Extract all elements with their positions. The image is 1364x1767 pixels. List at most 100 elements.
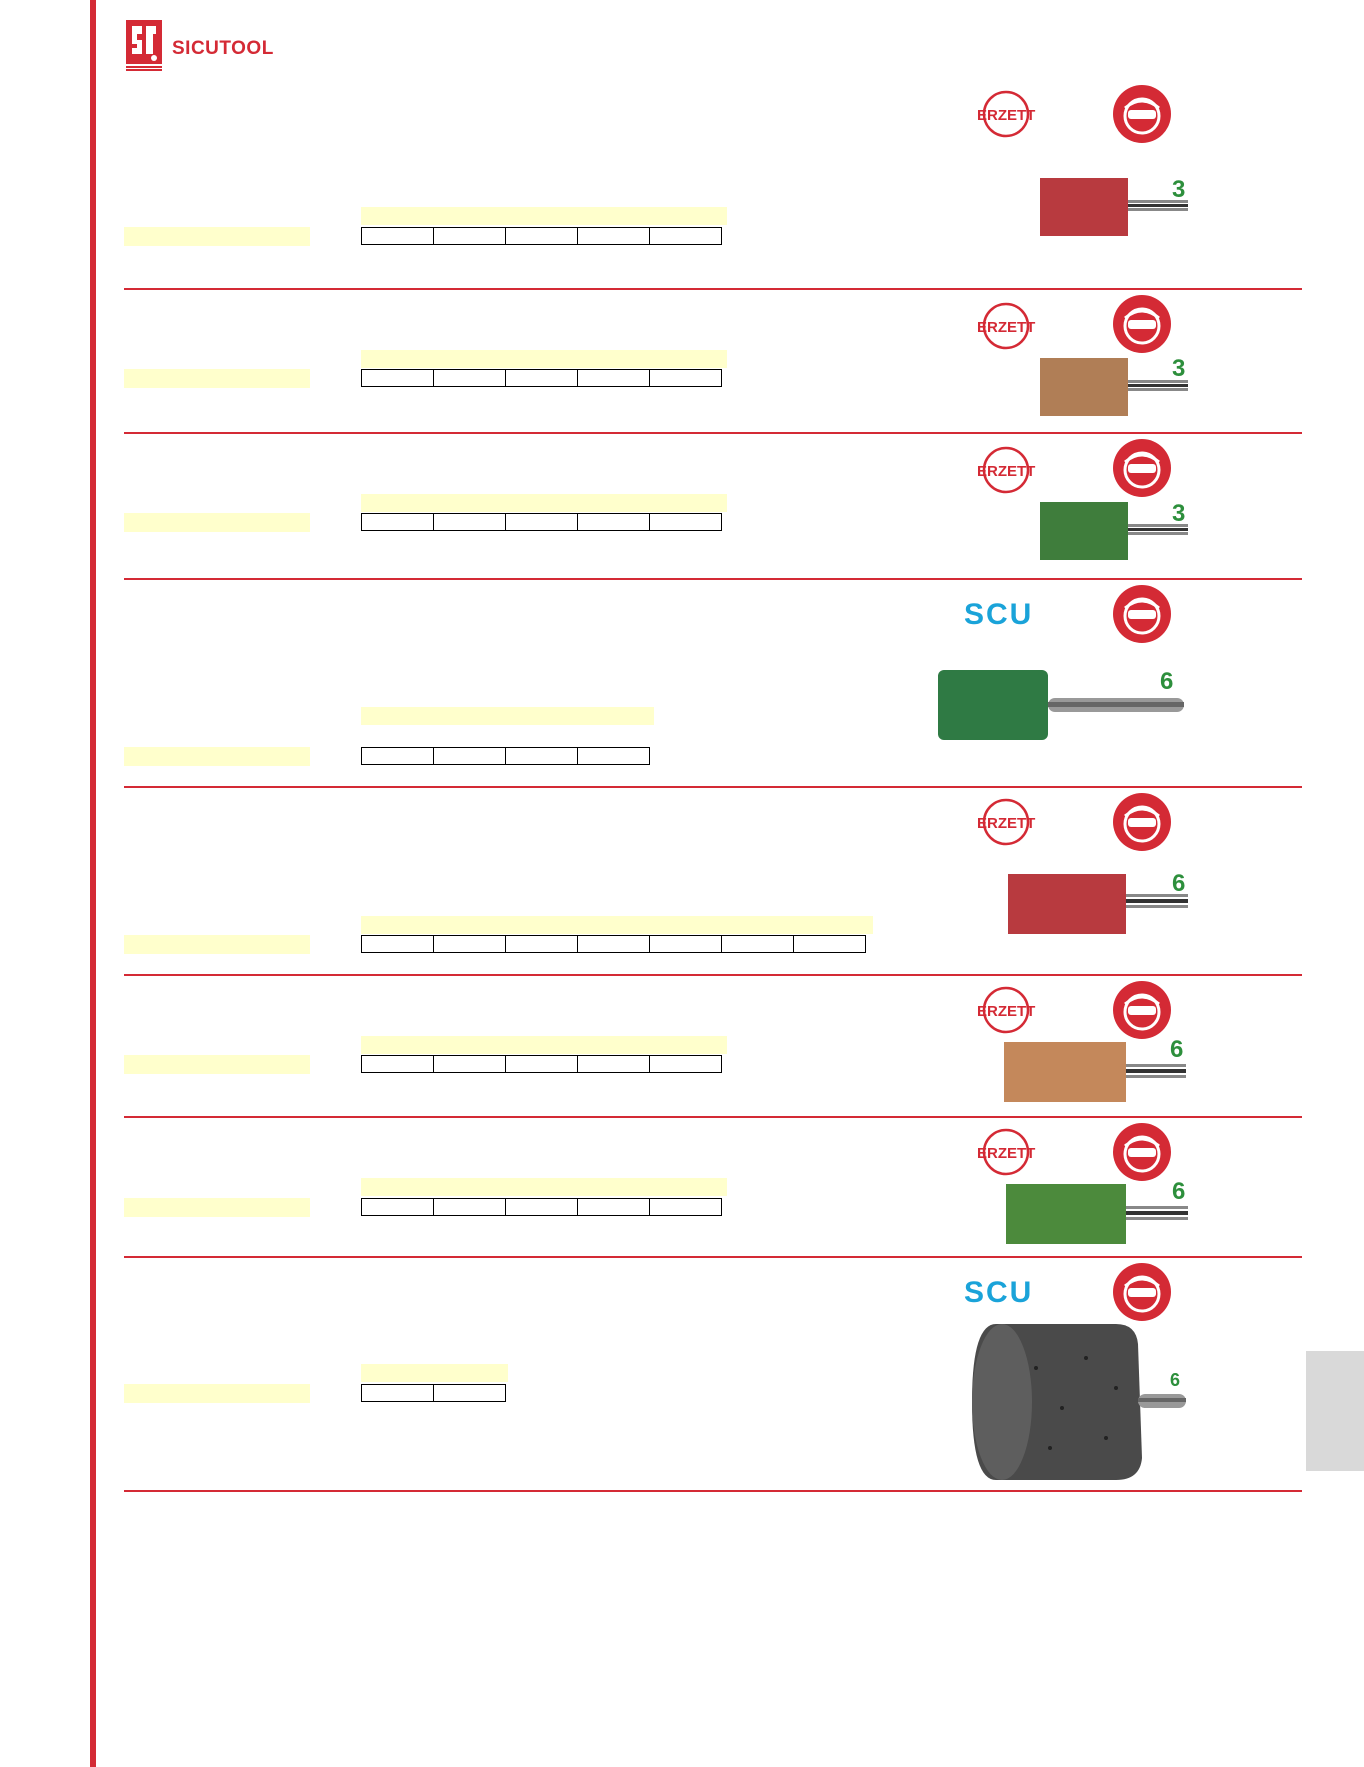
mounted-point-tool bbox=[1004, 1040, 1188, 1109]
safety-goggles-icon bbox=[1113, 585, 1171, 643]
table-cell bbox=[650, 935, 722, 953]
product-label-bar bbox=[124, 747, 310, 766]
table-cell bbox=[578, 747, 650, 765]
table-header-bar bbox=[361, 350, 727, 368]
product-label-bar bbox=[124, 369, 310, 388]
table-cell bbox=[650, 369, 722, 387]
table-cell bbox=[434, 513, 506, 531]
table-cell bbox=[794, 935, 866, 953]
safety-goggles-icon bbox=[1113, 981, 1171, 1039]
shank-diameter-label: 6 bbox=[1170, 1370, 1181, 1390]
table-row bbox=[361, 369, 722, 387]
table-cell bbox=[434, 227, 506, 245]
table-cell bbox=[434, 747, 506, 765]
mounted-point-tool bbox=[938, 670, 1188, 747]
table-cell bbox=[650, 1055, 722, 1073]
erzett-logo-text: ERZETT bbox=[977, 463, 1035, 480]
product-label-bar bbox=[124, 1384, 310, 1403]
mounted-point-tool bbox=[966, 1318, 1190, 1489]
table-cell bbox=[362, 369, 434, 387]
table-header-bar bbox=[361, 707, 654, 725]
table-row bbox=[361, 747, 650, 765]
table-cell bbox=[362, 935, 434, 953]
erzett-logo-icon: ERZETT bbox=[977, 90, 1035, 138]
section-divider bbox=[124, 578, 1302, 580]
erzett-logo-text: ERZETT bbox=[977, 1145, 1035, 1162]
product-label-bar bbox=[124, 1198, 310, 1217]
table-header-bar bbox=[361, 1036, 727, 1054]
mounted-point-tool bbox=[1006, 1182, 1190, 1251]
mounted-point-tool bbox=[1008, 872, 1190, 941]
section-divider bbox=[124, 786, 1302, 788]
table-cell bbox=[650, 513, 722, 531]
sicutool-logo-mark-icon bbox=[126, 20, 162, 71]
table-row bbox=[361, 513, 722, 531]
table-cell bbox=[362, 1055, 434, 1073]
section-divider bbox=[124, 432, 1302, 434]
table-cell bbox=[506, 935, 578, 953]
table-cell bbox=[434, 1384, 506, 1402]
shank-diameter-label: 6 bbox=[1172, 1178, 1186, 1205]
table-cell bbox=[506, 513, 578, 531]
mounted-point-tool bbox=[1040, 500, 1190, 567]
scu-logo-icon: SCU bbox=[964, 598, 1033, 628]
shank-diameter-label: 6 bbox=[1160, 668, 1174, 695]
shank-diameter-label: 6 bbox=[1172, 870, 1186, 897]
product-label-bar bbox=[124, 1055, 310, 1074]
table-cell bbox=[362, 1198, 434, 1216]
scu-logo-text: SCU bbox=[964, 1276, 1033, 1306]
erzett-logo-text: ERZETT bbox=[977, 1003, 1035, 1020]
safety-goggles-icon bbox=[1113, 1123, 1171, 1181]
section-divider bbox=[124, 1116, 1302, 1118]
erzett-logo-text: ERZETT bbox=[977, 319, 1035, 336]
brand-name: SICUTOOL bbox=[172, 38, 274, 59]
table-cell bbox=[506, 369, 578, 387]
table-cell bbox=[506, 227, 578, 245]
table-cell bbox=[362, 227, 434, 245]
table-cell bbox=[578, 369, 650, 387]
shank-diameter-label: 3 bbox=[1172, 176, 1186, 203]
section-divider bbox=[124, 974, 1302, 976]
table-cell bbox=[578, 1198, 650, 1216]
table-header-bar bbox=[361, 207, 727, 225]
table-cell bbox=[722, 935, 794, 953]
safety-goggles-icon bbox=[1113, 295, 1171, 353]
shank-diameter-label: 3 bbox=[1172, 355, 1186, 382]
scu-logo-text: SCU bbox=[964, 598, 1033, 628]
safety-goggles-icon bbox=[1113, 85, 1171, 143]
product-label-bar bbox=[124, 227, 310, 246]
table-cell bbox=[434, 1055, 506, 1073]
side-index-tab bbox=[1306, 1351, 1364, 1471]
table-cell bbox=[650, 1198, 722, 1216]
safety-goggles-icon bbox=[1113, 793, 1171, 851]
table-row bbox=[361, 935, 866, 953]
table-cell bbox=[434, 935, 506, 953]
product-label-bar bbox=[124, 513, 310, 532]
table-cell bbox=[506, 747, 578, 765]
erzett-logo-icon: ERZETT bbox=[977, 1128, 1035, 1176]
scu-logo-icon: SCU bbox=[964, 1276, 1033, 1306]
product-label-bar bbox=[124, 935, 310, 954]
table-cell bbox=[506, 1198, 578, 1216]
table-cell bbox=[506, 1055, 578, 1073]
table-header-bar bbox=[361, 1178, 727, 1196]
table-header-bar bbox=[361, 1364, 508, 1382]
erzett-logo-icon: ERZETT bbox=[977, 302, 1035, 350]
table-cell bbox=[578, 513, 650, 531]
mounted-point-tool bbox=[1040, 356, 1190, 423]
table-cell bbox=[578, 227, 650, 245]
shank-diameter-label: 6 bbox=[1170, 1036, 1184, 1063]
section-divider bbox=[124, 1256, 1302, 1258]
erzett-logo-icon: ERZETT bbox=[977, 986, 1035, 1034]
mounted-point-tool bbox=[1040, 176, 1190, 243]
table-row bbox=[361, 227, 722, 245]
safety-goggles-icon bbox=[1113, 439, 1171, 497]
table-header-bar bbox=[361, 494, 727, 512]
erzett-logo-icon: ERZETT bbox=[977, 798, 1035, 846]
table-cell bbox=[362, 1384, 434, 1402]
sicutool-logo: SICUTOOL bbox=[126, 20, 346, 72]
table-row bbox=[361, 1198, 722, 1216]
table-header-bar bbox=[361, 916, 873, 934]
safety-goggles-icon bbox=[1113, 1263, 1171, 1321]
page-margin-rule bbox=[90, 0, 96, 1767]
